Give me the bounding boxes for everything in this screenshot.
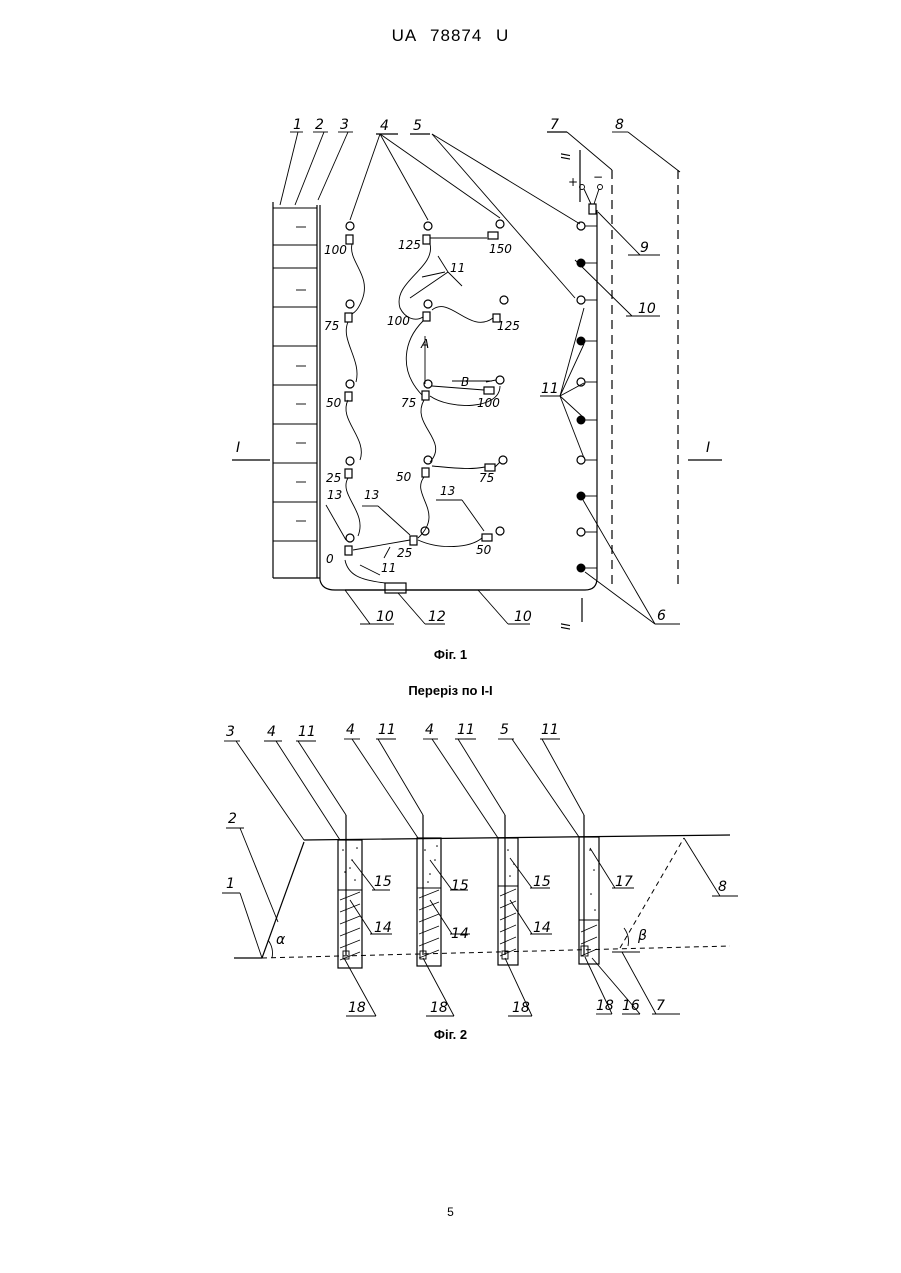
fig1-label-11-bottom: 11 — [381, 561, 396, 575]
fig2-label-11: 11 — [457, 722, 475, 738]
fig1-label-10-right: 10 — [638, 301, 656, 317]
figure-1-drawing: 1 2 3 4 5 7 8 9 10 11 6 10 12 10 13 13 1… — [232, 117, 722, 630]
section-mark-left: I — [236, 440, 240, 456]
page-number: 5 — [0, 1205, 901, 1219]
distance-label: 75 — [401, 396, 416, 410]
angle-alpha: α — [276, 932, 286, 948]
fig2-label-14: 14 — [533, 920, 551, 936]
distance-label: 100 — [324, 243, 347, 257]
fig1-label-3: 3 — [340, 117, 349, 133]
fig2-label-2: 2 — [228, 811, 237, 827]
fig2-label-4: 4 — [267, 724, 276, 740]
fig2-label-15: 15 — [533, 874, 551, 890]
flow-label-a: A — [420, 337, 429, 351]
edge-posts — [577, 185, 603, 573]
figure-2-caption: Фіг. 2 — [0, 1027, 901, 1042]
fig2-label-14: 14 — [451, 926, 469, 942]
fig2-label-18: 18 — [430, 1000, 448, 1016]
polarity-plus: + — [568, 175, 578, 189]
fig1-label-11-right: 11 — [541, 381, 559, 397]
well-4 — [579, 815, 599, 964]
distance-label: 75 — [479, 471, 494, 485]
fig1-label-7: 7 — [550, 117, 559, 133]
distance-label: 50 — [396, 470, 412, 484]
fig2-label-15: 15 — [451, 878, 469, 894]
fig2-label-3: 3 — [226, 724, 235, 740]
fig1-label-13-c: 13 — [440, 484, 455, 498]
fig2-label-4: 4 — [425, 722, 434, 738]
distance-label: 125 — [497, 319, 520, 333]
fig2-label-18: 18 — [596, 998, 614, 1014]
figure-2-drawing: 3 4 11 4 11 4 11 5 11 2 1 8 15 14 15 14 … — [222, 722, 738, 1016]
section-title: Переріз по І-І — [0, 683, 901, 698]
distance-label: 125 — [398, 238, 421, 252]
fig2-label-1: 1 — [226, 876, 235, 892]
fig2-label-5: 5 — [500, 722, 509, 738]
fig1-label-1: 1 — [293, 117, 302, 133]
distance-label: 100 — [477, 396, 500, 410]
fig1-label-2: 2 — [315, 117, 324, 133]
fig2-label-17: 17 — [615, 874, 633, 890]
distance-label: 25 — [326, 471, 341, 485]
fig2-label-7: 7 — [656, 998, 665, 1014]
section-mark-right: I — [706, 440, 710, 456]
distance-label: 0 — [326, 552, 334, 566]
section-mark-bottom: II — [559, 622, 573, 630]
fig2-label-11: 11 — [541, 722, 559, 738]
distance-label: 100 — [387, 314, 410, 328]
fig2-label-18: 18 — [512, 1000, 530, 1016]
fig2-label-15: 15 — [374, 874, 392, 890]
fig1-label-12: 12 — [428, 609, 446, 625]
fig1-label-9: 9 — [640, 240, 649, 256]
fig1-label-13-a: 13 — [327, 488, 342, 502]
fig2-label-18: 18 — [348, 1000, 366, 1016]
fig1-label-5: 5 — [413, 118, 422, 134]
fig2-label-14: 14 — [374, 920, 392, 936]
fig1-label-11-top: 11 — [450, 261, 465, 275]
ruler-scale — [273, 202, 320, 578]
figure-1-caption: Фіг. 1 — [0, 647, 901, 662]
distance-label: 25 — [397, 546, 412, 560]
fig2-label-4: 4 — [346, 722, 355, 738]
well-1 — [338, 815, 362, 968]
fig1-label-8: 8 — [615, 117, 624, 133]
distance-label: 50 — [326, 396, 342, 410]
distance-label: 75 — [324, 319, 339, 333]
angle-beta: β — [637, 928, 647, 944]
fig2-label-16: 16 — [622, 998, 640, 1014]
polarity-minus: − — [593, 170, 603, 184]
distance-label: 50 — [476, 543, 492, 557]
flow-label-b: B — [461, 375, 469, 389]
fig1-label-10-left: 10 — [376, 609, 394, 625]
fig1-label-6: 6 — [657, 608, 666, 624]
distance-label: 150 — [489, 242, 512, 256]
fig2-label-8: 8 — [718, 879, 727, 895]
well-3 — [498, 815, 518, 965]
electrode-column-1 — [345, 222, 364, 555]
fig1-label-13-b: 13 — [364, 488, 379, 502]
fig1-label-4: 4 — [380, 118, 389, 134]
fig1-label-10-mid: 10 — [514, 609, 532, 625]
fig2-label-11: 11 — [378, 722, 396, 738]
section-mark-top: II — [559, 152, 573, 160]
fig2-label-11: 11 — [298, 724, 316, 740]
